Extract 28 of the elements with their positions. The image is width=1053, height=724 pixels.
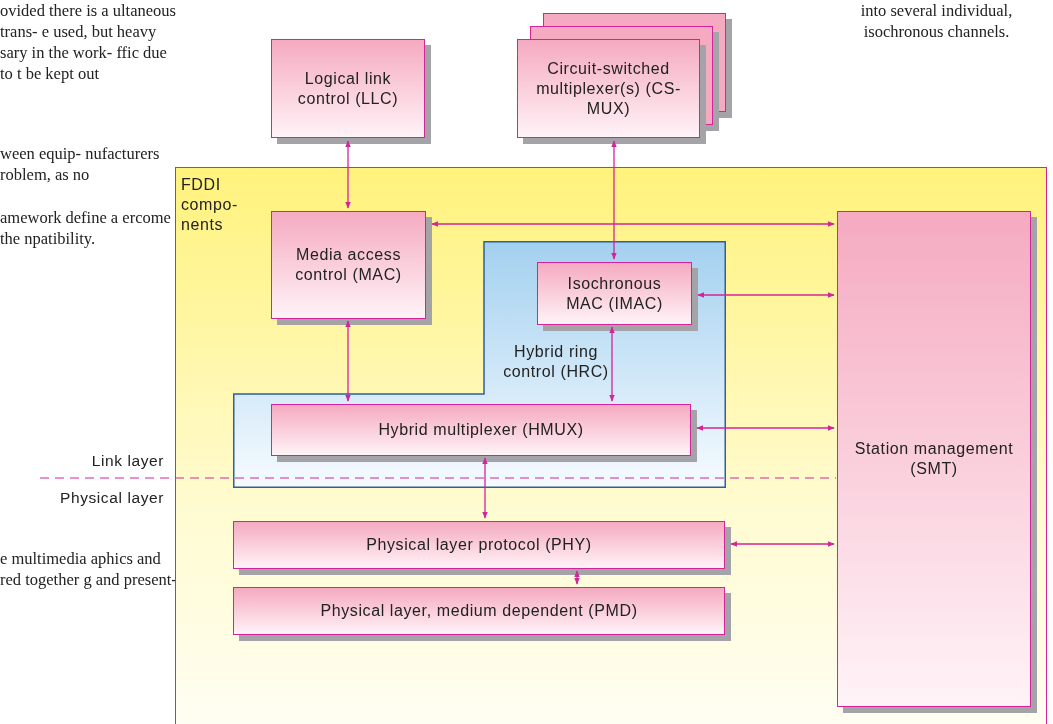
arrow (574, 570, 580, 585)
arrow (345, 320, 351, 402)
layer-label: Link layer (90, 451, 164, 471)
node-label: Physical layer protocol (PHY) (366, 536, 592, 553)
component-frame (175, 167, 1047, 724)
arrow (696, 425, 835, 431)
arrow (431, 221, 835, 227)
arrow (697, 292, 835, 298)
region-title: Hybrid ring control (HRC) (502, 342, 610, 382)
frame-title: FDDI compo-nents (181, 175, 239, 235)
body-text: into several individual, isochronous channels. (859, 0, 1014, 42)
node-label: Physical layer, medium dependent (PMD) (320, 602, 638, 619)
arrow (345, 140, 351, 209)
body-text: ween equip- nufacturers roblem, as no (0, 143, 161, 185)
layer-label: Physical layer (58, 488, 164, 508)
arrow (609, 326, 615, 402)
node-label: Logical link control (LLC) (297, 69, 399, 107)
node-label: Media access control (MAC) (295, 246, 402, 283)
node-label: Circuit-switched multiplexer(s) (CS-MUX) (536, 59, 681, 117)
body-text: e multimedia aphics and red together g and present- (0, 548, 178, 590)
arrow (730, 541, 835, 547)
body-text: amework define a ercome the npatibility. (0, 207, 172, 249)
node-label: Isochronous MAC (IMAC) (566, 274, 663, 312)
arrow (611, 140, 617, 260)
arrow (482, 457, 488, 519)
node-label: Hybrid multiplexer (HMUX) (378, 421, 584, 438)
body-text: ovided there is a ultaneous trans- e used, but heavy sary in the work- ffic due to t be kept out (0, 0, 177, 84)
node-label: Station management (SMT) (854, 440, 1014, 477)
